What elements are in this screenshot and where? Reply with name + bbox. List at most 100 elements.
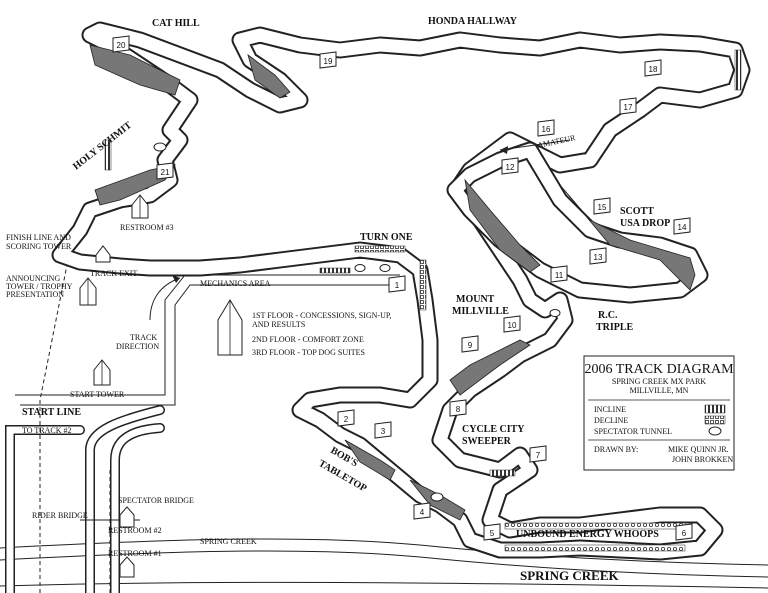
label-cycle-city: CYCLE CITY bbox=[462, 424, 525, 435]
svg-text:6: 6 bbox=[682, 529, 687, 538]
marker-17: 17 bbox=[619, 97, 637, 115]
restroom-1-building bbox=[119, 556, 135, 578]
label-cat-hill: CAT HILL bbox=[152, 18, 200, 29]
legend-decline-swatch bbox=[704, 415, 726, 425]
label-millville: MILLVILLE bbox=[452, 306, 509, 317]
label-spectator-bridge: SPECTATOR BRIDGE bbox=[118, 496, 194, 505]
label-start-tower: START TOWER bbox=[70, 390, 125, 399]
svg-text:14: 14 bbox=[678, 223, 687, 232]
marker-21: 21 bbox=[156, 162, 174, 180]
label-scoring-tower: SCORING TOWER bbox=[6, 242, 72, 251]
marker-3: 3 bbox=[374, 421, 392, 439]
tower-floor-legend: 1ST FLOOR - CONCESSIONS, SIGN-UP, AND RE… bbox=[252, 311, 391, 357]
label-holy-schmit: HOLY SCHMIT bbox=[71, 120, 134, 173]
svg-text:4: 4 bbox=[420, 508, 425, 517]
legend-decline-label: DECLINE bbox=[594, 416, 628, 425]
label-turn-one: TURN ONE bbox=[360, 232, 413, 243]
label-to-track-2: TO TRACK #2 bbox=[22, 426, 72, 435]
marker-20: 20 bbox=[112, 35, 130, 53]
svg-text:19: 19 bbox=[324, 57, 333, 66]
info-author-1: MIKE QUINN JR. bbox=[668, 445, 729, 454]
restroom-2-building bbox=[119, 506, 135, 528]
marker-9: 9 bbox=[461, 335, 479, 353]
legend-incline-swatch bbox=[704, 404, 726, 414]
svg-text:12: 12 bbox=[506, 163, 515, 172]
legend-incline-label: INCLINE bbox=[594, 405, 626, 414]
marker-10: 10 bbox=[503, 315, 521, 333]
section-labels: CAT HILL HONDA HALLWAY HOLY SCHMIT FINIS… bbox=[6, 16, 670, 583]
svg-text:16: 16 bbox=[542, 125, 551, 134]
svg-text:10: 10 bbox=[508, 321, 517, 330]
svg-text:1ST FLOOR - CONCESSIONS, SIGN-: 1ST FLOOR - CONCESSIONS, SIGN-UP, bbox=[252, 311, 391, 320]
label-track-exit: TRACK EXIT bbox=[90, 269, 137, 278]
label-rider-bridge: RIDER BRIDGE bbox=[32, 511, 88, 520]
marker-12: 12 bbox=[501, 157, 519, 175]
marker-14: 14 bbox=[673, 217, 691, 235]
label-mount: MOUNT bbox=[456, 294, 495, 305]
announcing-tower-building bbox=[79, 277, 97, 306]
marker-16: 16 bbox=[537, 119, 555, 137]
scoring-tower-building bbox=[95, 245, 111, 263]
label-spring-creek-small: SPRING CREEK bbox=[200, 537, 257, 546]
info-location: MILLVILLE, MN bbox=[630, 386, 689, 395]
label-direction: DIRECTION bbox=[116, 342, 159, 351]
svg-text:21: 21 bbox=[161, 168, 170, 177]
svg-text:18: 18 bbox=[649, 65, 658, 74]
label-sweeper: SWEEPER bbox=[462, 436, 512, 447]
info-park: SPRING CREEK MX PARK bbox=[612, 377, 706, 386]
marker-11: 11 bbox=[550, 265, 568, 283]
label-trophy: TOWER / TROPHY bbox=[6, 282, 73, 291]
marker-19: 19 bbox=[319, 51, 337, 69]
marker-6: 6 bbox=[675, 523, 693, 541]
marker-18: 18 bbox=[644, 59, 662, 77]
marker-4: 4 bbox=[413, 502, 431, 520]
label-presentation: PRESENTATION bbox=[6, 290, 64, 299]
marker-5: 5 bbox=[483, 523, 501, 541]
label-restroom-1: RESTROOM #1 bbox=[108, 549, 162, 558]
restroom-3-building bbox=[131, 194, 149, 219]
marker-8: 8 bbox=[449, 399, 467, 417]
marker-13: 13 bbox=[589, 247, 607, 265]
marker-7: 7 bbox=[529, 445, 547, 463]
svg-text:20: 20 bbox=[117, 41, 126, 50]
label-honda-hallway: HONDA HALLWAY bbox=[428, 16, 518, 27]
legend-tower-building bbox=[217, 299, 243, 356]
svg-text:AND RESULTS: AND RESULTS bbox=[252, 320, 305, 329]
label-spring-creek-large: SPRING CREEK bbox=[520, 568, 619, 583]
label-unbound: UNBOUND ENERGY WHOOPS bbox=[516, 529, 659, 540]
svg-text:9: 9 bbox=[468, 341, 473, 350]
legend-tunnel-swatch bbox=[708, 426, 722, 436]
svg-text:15: 15 bbox=[598, 203, 607, 212]
spectator-tunnels bbox=[153, 142, 561, 502]
info-title: 2006 TRACK DIAGRAM bbox=[584, 362, 734, 377]
label-finish-line: FINISH LINE AND bbox=[6, 233, 71, 242]
label-triple: TRIPLE bbox=[596, 322, 634, 333]
svg-text:5: 5 bbox=[490, 529, 495, 538]
label-mechanics-area: MECHANICS AREA bbox=[200, 279, 271, 288]
track-direction-arrow bbox=[149, 139, 571, 321]
svg-text:17: 17 bbox=[624, 103, 633, 112]
info-author-2: JOHN BROKKEN bbox=[672, 455, 733, 464]
svg-text:7: 7 bbox=[536, 451, 541, 460]
svg-text:2ND FLOOR - COMFORT ZONE: 2ND FLOOR - COMFORT ZONE bbox=[252, 335, 364, 344]
svg-text:3: 3 bbox=[381, 427, 386, 436]
svg-text:2: 2 bbox=[344, 415, 349, 424]
legend-tunnel-label: SPECTATOR TUNNEL bbox=[594, 427, 672, 436]
marker-2: 2 bbox=[337, 409, 355, 427]
label-restroom-2: RESTROOM #2 bbox=[108, 526, 162, 535]
race-track bbox=[51, 21, 751, 561]
label-scott: SCOTT bbox=[620, 206, 654, 217]
label-announcing: ANNOUNCING bbox=[6, 274, 60, 283]
access-roads bbox=[5, 249, 400, 593]
svg-text:1: 1 bbox=[395, 281, 400, 290]
label-usa-drop: USA DROP bbox=[620, 218, 670, 229]
svg-text:8: 8 bbox=[456, 405, 461, 414]
buildings bbox=[79, 194, 243, 578]
marker-15: 15 bbox=[593, 197, 611, 215]
svg-text:11: 11 bbox=[555, 271, 564, 280]
start-tower-building bbox=[93, 359, 111, 386]
turn-markers: 1 2 3 4 5 6 7 8 9 10 11 12 13 14 15 16 1… bbox=[112, 35, 693, 541]
svg-text:3RD FLOOR - TOP DOG SUITES: 3RD FLOOR - TOP DOG SUITES bbox=[252, 348, 365, 357]
label-rc: R.C. bbox=[598, 310, 618, 321]
